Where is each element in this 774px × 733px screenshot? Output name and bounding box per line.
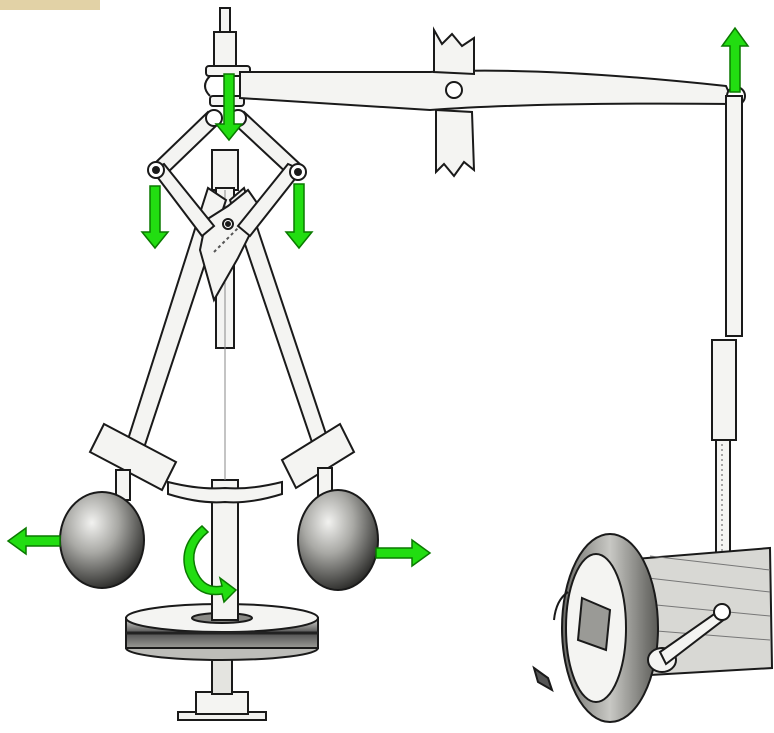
throttle-valve bbox=[561, 533, 774, 723]
right-flyball bbox=[297, 467, 379, 591]
corner-tab bbox=[0, 0, 100, 10]
right-bracket bbox=[280, 422, 356, 490]
arrow-up-icon bbox=[720, 26, 750, 93]
lever-end-up-arrow bbox=[720, 26, 750, 93]
left-ball-out-arrow bbox=[6, 526, 61, 556]
spindle bbox=[211, 7, 239, 621]
lever bbox=[239, 69, 736, 112]
crossbar bbox=[167, 480, 283, 504]
left-flyball bbox=[59, 469, 145, 589]
upper-links bbox=[147, 109, 307, 238]
left-link-down-arrow bbox=[140, 185, 170, 250]
arrow-left-icon bbox=[6, 526, 61, 556]
arrow-down-icon bbox=[214, 73, 244, 142]
valve-handle bbox=[532, 591, 569, 693]
arrow-down-icon bbox=[284, 183, 314, 250]
sleeve-down-arrow bbox=[214, 73, 244, 142]
rotate-arrow-icon bbox=[183, 524, 238, 604]
arrow-down-icon bbox=[140, 185, 170, 250]
right-link-down-arrow bbox=[284, 183, 314, 250]
fulcrum-post bbox=[433, 26, 476, 178]
control-rod bbox=[711, 86, 746, 611]
left-bracket bbox=[88, 422, 178, 492]
right-ball-out-arrow bbox=[375, 538, 432, 568]
spindle-rotation-arrow bbox=[183, 524, 238, 604]
arrow-right-icon bbox=[375, 538, 432, 568]
